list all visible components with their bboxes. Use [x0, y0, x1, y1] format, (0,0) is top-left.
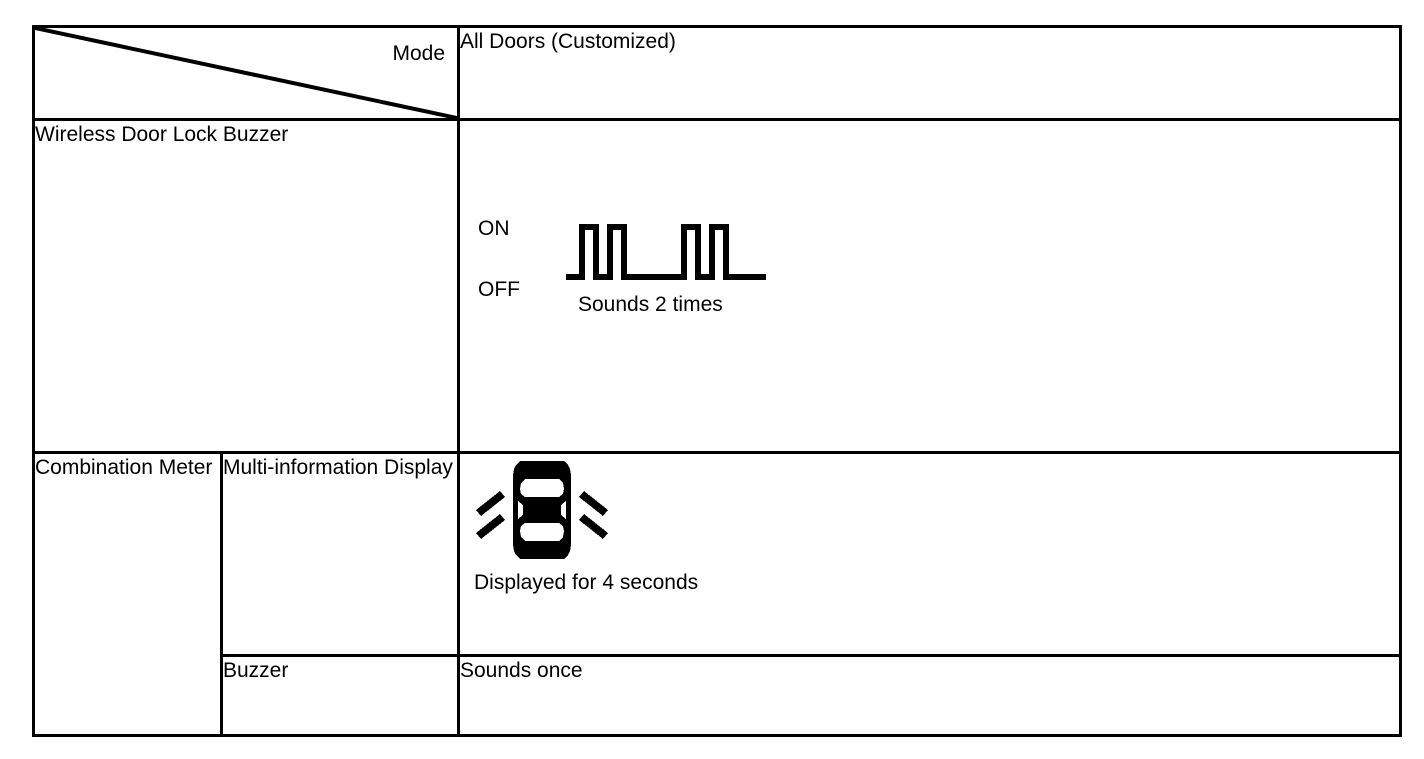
buzzer-pulse-waveform-icon — [566, 224, 766, 280]
waveform-on-label: ON — [478, 217, 510, 240]
multi-information-display-caption: Displayed for 4 seconds — [474, 571, 699, 594]
diagonal-divider-line — [35, 28, 457, 118]
waveform-cell: ON OFF Sounds 2 times — [457, 118, 1402, 454]
row-label-text: Wireless Door Lock Buzzer — [35, 123, 289, 146]
sub-row-label-buzzer: Buzzer — [220, 654, 460, 737]
header-mode-value: All Doors (Customized) — [460, 30, 676, 53]
specification-table: Mode All Doors (Customized) Wireless Doo… — [32, 25, 1402, 737]
car-icon-container — [472, 457, 612, 562]
buzzer-value-text: Sounds once — [460, 659, 583, 682]
table-header-row: Mode All Doors (Customized) — [32, 25, 1402, 121]
sub-row-label-text: Multi-information Display — [223, 456, 453, 479]
waveform-off-label: OFF — [478, 278, 520, 301]
table-row: Buzzer Sounds once — [34, 654, 1402, 737]
waveform-diagram: ON OFF Sounds 2 times — [478, 121, 898, 451]
header-mode-value-cell: All Doors (Customized) — [457, 25, 1402, 121]
sub-row-label-multi-information-display: Multi-information Display — [220, 451, 460, 657]
waveform-caption: Sounds 2 times — [578, 293, 723, 316]
multi-information-display-content-cell: Displayed for 4 seconds — [457, 451, 1402, 657]
header-mode-label: Mode — [392, 42, 445, 65]
row-label-text: Combination Meter — [35, 456, 213, 479]
table-row: Combination Meter Multi-information Disp… — [32, 451, 1402, 737]
buzzer-value-cell: Sounds once — [457, 654, 1402, 737]
header-corner-cell: Mode — [32, 25, 460, 121]
car-top-view-with-hazard-flash-icon — [476, 461, 608, 559]
row-label-combination-meter: Combination Meter — [32, 451, 223, 737]
row-label-wireless-door-lock-buzzer: Wireless Door Lock Buzzer — [32, 118, 460, 454]
sub-row-label-text: Buzzer — [223, 659, 289, 682]
table-row: Wireless Door Lock Buzzer ON OFF Sounds … — [32, 118, 1402, 454]
